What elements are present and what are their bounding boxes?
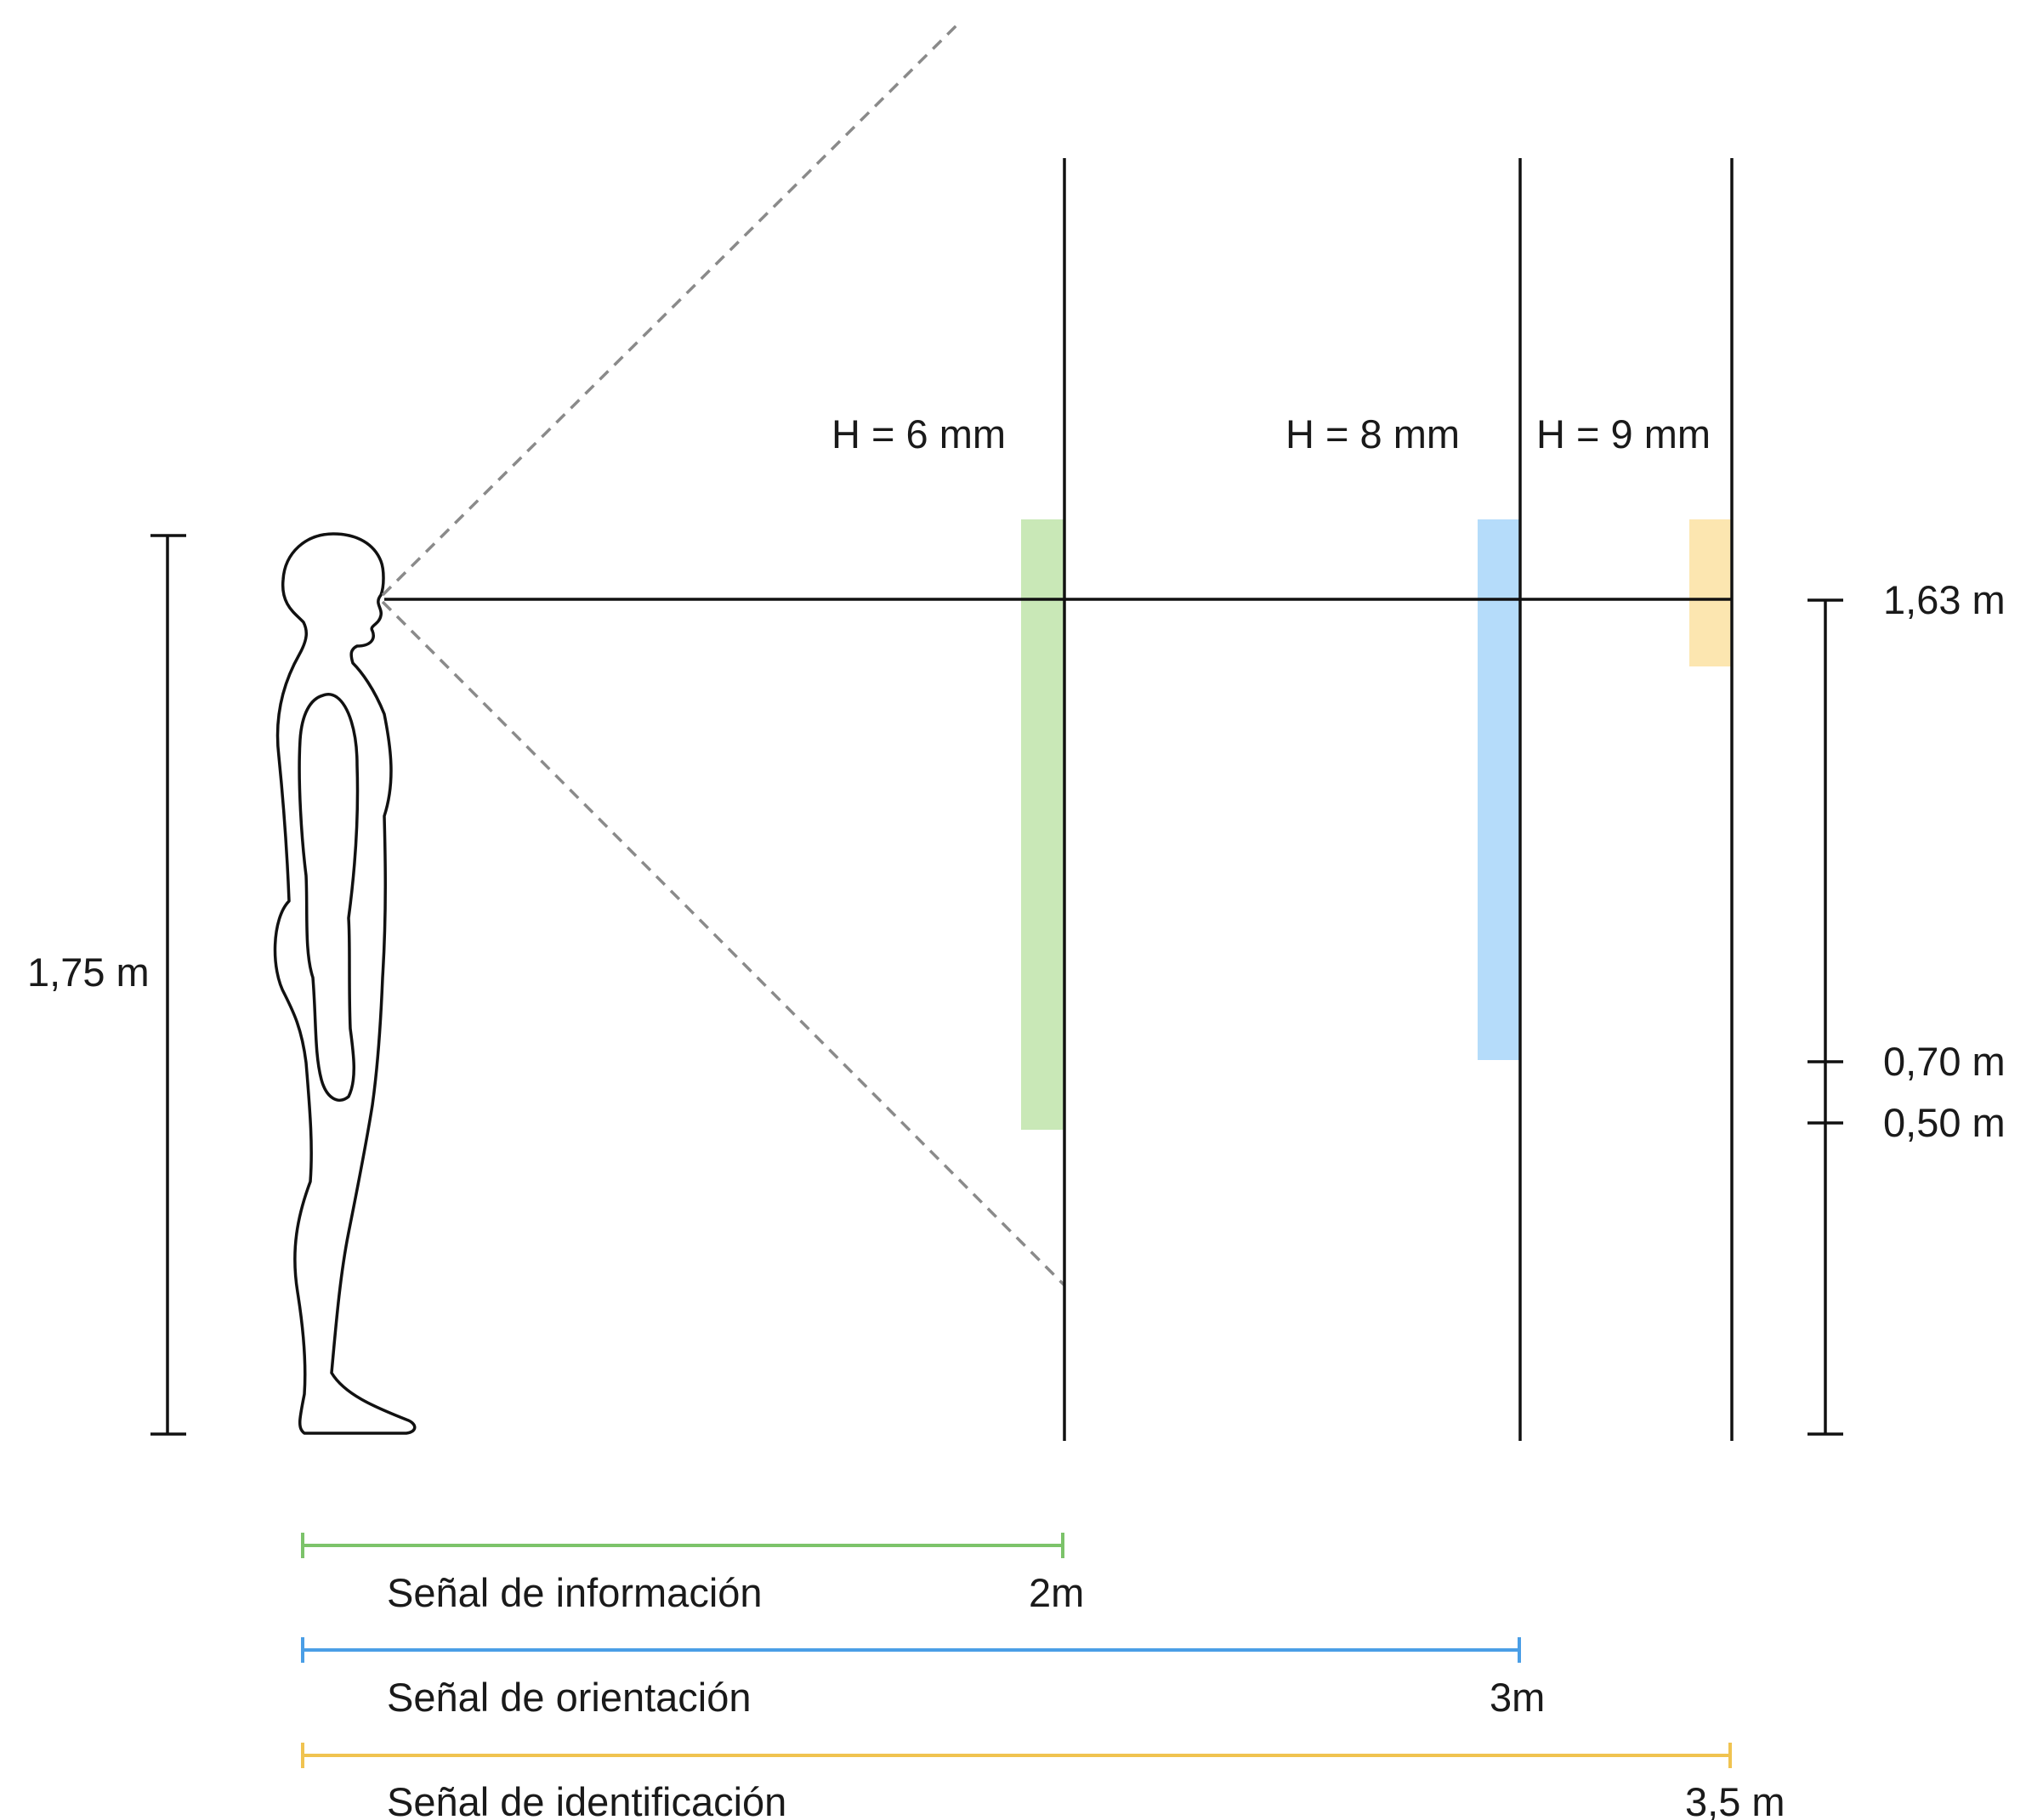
sign-panel-orientacion: [1478, 519, 1520, 1060]
letter-height-label-identificacion: H = 9 mm: [1536, 411, 1711, 456]
distance-label-informacion: 2m: [1029, 1570, 1084, 1615]
distance-label-identificacion: 3,5 m: [1685, 1779, 1785, 1820]
distance-bar-identificacion: [301, 1743, 1732, 1768]
distance-bar-informacion: [301, 1533, 1064, 1558]
distance-bar-orientacion: [301, 1637, 1521, 1663]
sign-name-informacion: Señal de información: [387, 1570, 763, 1615]
height-scale-label-163: 1,63 m: [1883, 577, 2006, 622]
upper-sightline-dashed: [381, 22, 960, 597]
height-scale-label-050: 0,50 m: [1883, 1100, 2006, 1145]
sign-name-orientacion: Señal de orientación: [387, 1675, 752, 1720]
distance-label-orientacion: 3m: [1490, 1675, 1545, 1720]
height-scale: [1808, 598, 1843, 1436]
sign-panel-identificacion: [1689, 519, 1732, 666]
letter-height-label-orientacion: H = 8 mm: [1285, 411, 1460, 456]
height-scale-label-070: 0,70 m: [1883, 1039, 2006, 1084]
sign-panel-informacion: [1021, 519, 1064, 1130]
lower-sightline-dashed: [381, 600, 1066, 1287]
person-silhouette-icon: [273, 532, 417, 1435]
person-height-label: 1,75 m: [27, 950, 150, 995]
sign-name-identificacion: Señal de identificación: [387, 1779, 786, 1820]
person-height-dimension: [150, 534, 186, 1436]
letter-height-label-informacion: H = 6 mm: [831, 411, 1006, 456]
